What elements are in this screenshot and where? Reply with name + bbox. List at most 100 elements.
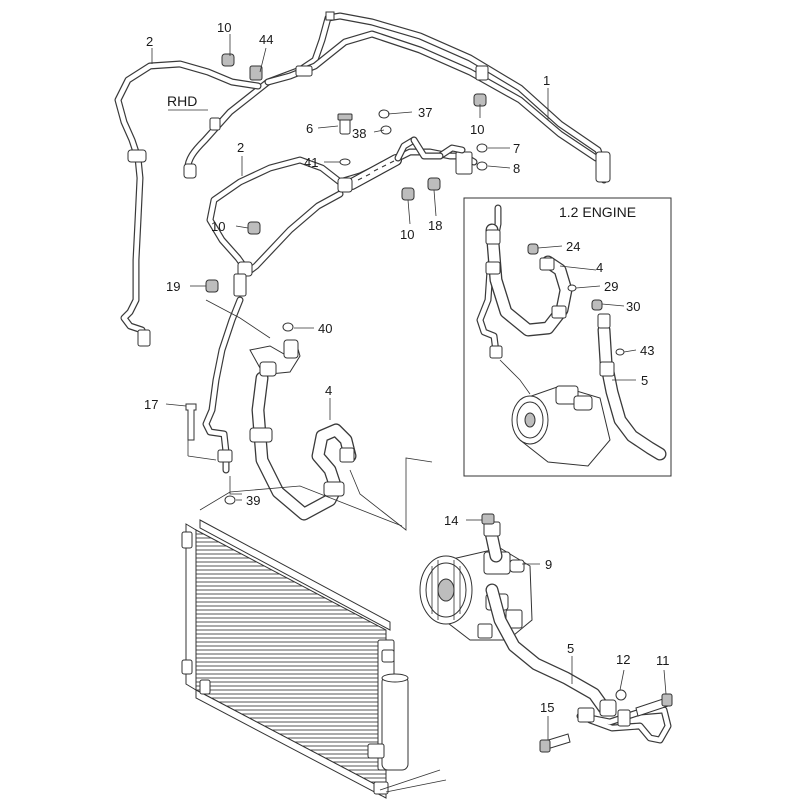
callout-40: 40 — [318, 321, 332, 336]
nut-24 — [527, 243, 539, 255]
hose-crimp — [551, 305, 567, 319]
callout-4: 4 — [325, 383, 332, 398]
callout-44: 44 — [259, 32, 273, 47]
pipe-fitting — [233, 273, 247, 297]
callout-6: 6 — [306, 121, 313, 136]
callout-10: 10 — [217, 20, 231, 35]
hose-crimp — [249, 427, 273, 443]
callout-8: 8 — [513, 161, 520, 176]
pipe-end-fitting — [595, 151, 611, 183]
o-ring-39 — [224, 495, 236, 505]
condenser-fitting — [373, 781, 389, 795]
callout-41: 41 — [304, 155, 318, 170]
pipe-fitting — [325, 11, 335, 21]
callout-7: 7 — [513, 141, 520, 156]
pipe-end-fitting — [137, 329, 151, 347]
callout-4: 4 — [596, 260, 603, 275]
o-ring-40 — [282, 322, 294, 332]
nut-10 — [401, 187, 415, 201]
nut-14 — [481, 513, 495, 525]
ac-hose-5 — [483, 521, 672, 744]
nut-18 — [427, 177, 441, 191]
nut-10 — [221, 53, 235, 67]
ac-pipe-condenser-feed — [202, 273, 247, 474]
callout-19: 19 — [166, 279, 180, 294]
hose-fitting — [617, 709, 631, 727]
callout-2: 2 — [237, 140, 244, 155]
leader-lines — [151, 34, 667, 740]
hose-fitting — [485, 229, 501, 245]
bolt-17 — [185, 403, 197, 441]
callout-5: 5 — [567, 641, 574, 656]
callout-39: 39 — [246, 493, 260, 508]
o-ring-7 — [476, 143, 488, 153]
condenser-fitting — [367, 743, 385, 759]
hose-fitting — [577, 707, 595, 723]
callout-1: 1 — [543, 73, 550, 88]
callout-18: 18 — [428, 218, 442, 233]
callout-15: 15 — [540, 700, 554, 715]
callout-9: 9 — [545, 557, 552, 572]
callout-10: 10 — [470, 122, 484, 137]
hose-fitting — [539, 257, 555, 271]
fasteners-bottom — [481, 513, 673, 753]
hose-crimp — [599, 361, 615, 377]
o-ring-41 — [339, 158, 351, 166]
o-ring-43 — [615, 348, 625, 356]
hose-crimp — [323, 481, 345, 497]
callout-24: 24 — [566, 239, 580, 254]
callout-12: 12 — [616, 652, 630, 667]
callout-29: 29 — [604, 279, 618, 294]
condenser — [181, 519, 447, 799]
nut-19 — [205, 279, 219, 293]
pipe-fitting — [209, 117, 221, 131]
callout-numbers: 1 2 2 4 4 5 5 6 7 8 9 10 10 10 10 11 12 … — [144, 20, 670, 715]
callout-38: 38 — [352, 126, 366, 141]
ac-hose-4 — [249, 339, 357, 521]
callout-11: 11 — [656, 653, 670, 668]
pipe-fitting — [455, 151, 473, 175]
callout-2: 2 — [146, 34, 153, 49]
fasteners-upper — [185, 53, 488, 505]
pipe-fitting — [217, 449, 233, 463]
pipe-clamp — [475, 65, 489, 81]
callout-14: 14 — [444, 513, 458, 528]
hose-fitting — [597, 313, 611, 329]
nut-30 — [591, 299, 603, 311]
ac-pipe-2-rhd — [114, 60, 262, 347]
callout-43: 43 — [640, 343, 654, 358]
condenser-mount — [199, 679, 211, 695]
o-ring-38 — [380, 125, 392, 135]
pipe-fitting — [127, 149, 147, 163]
hose-end-fitting — [339, 447, 355, 463]
condenser-mount — [181, 659, 193, 675]
engine-variant-label: 1.2 ENGINE — [559, 204, 636, 220]
hose-crimp — [599, 699, 617, 717]
o-ring-12 — [615, 689, 627, 701]
ac-pipe-1 — [183, 11, 611, 184]
hose-fitting — [283, 339, 299, 359]
o-ring-37 — [378, 109, 390, 119]
callout-10: 10 — [211, 219, 225, 234]
o-ring-29 — [567, 284, 577, 292]
receiver-drier — [381, 675, 409, 771]
callout-37: 37 — [418, 105, 432, 120]
hose-crimp — [485, 261, 501, 275]
pipe-end-fitting — [489, 345, 503, 359]
service-valve — [249, 65, 263, 81]
condenser-mount — [181, 531, 193, 549]
pipe-end-fitting — [183, 163, 197, 179]
callout-17: 17 — [144, 397, 158, 412]
receiver-drier-cap — [381, 673, 409, 683]
o-ring-8 — [476, 161, 488, 171]
callout-5: 5 — [641, 373, 648, 388]
pipe-fitting — [295, 65, 313, 77]
engine-variant-inset — [463, 197, 672, 477]
callout-30: 30 — [626, 299, 640, 314]
callout-10: 10 — [400, 227, 414, 242]
pipe-fitting — [337, 177, 353, 193]
nut-10 — [247, 221, 261, 235]
o-ring-9 — [509, 559, 525, 573]
hose-fitting — [259, 361, 277, 377]
